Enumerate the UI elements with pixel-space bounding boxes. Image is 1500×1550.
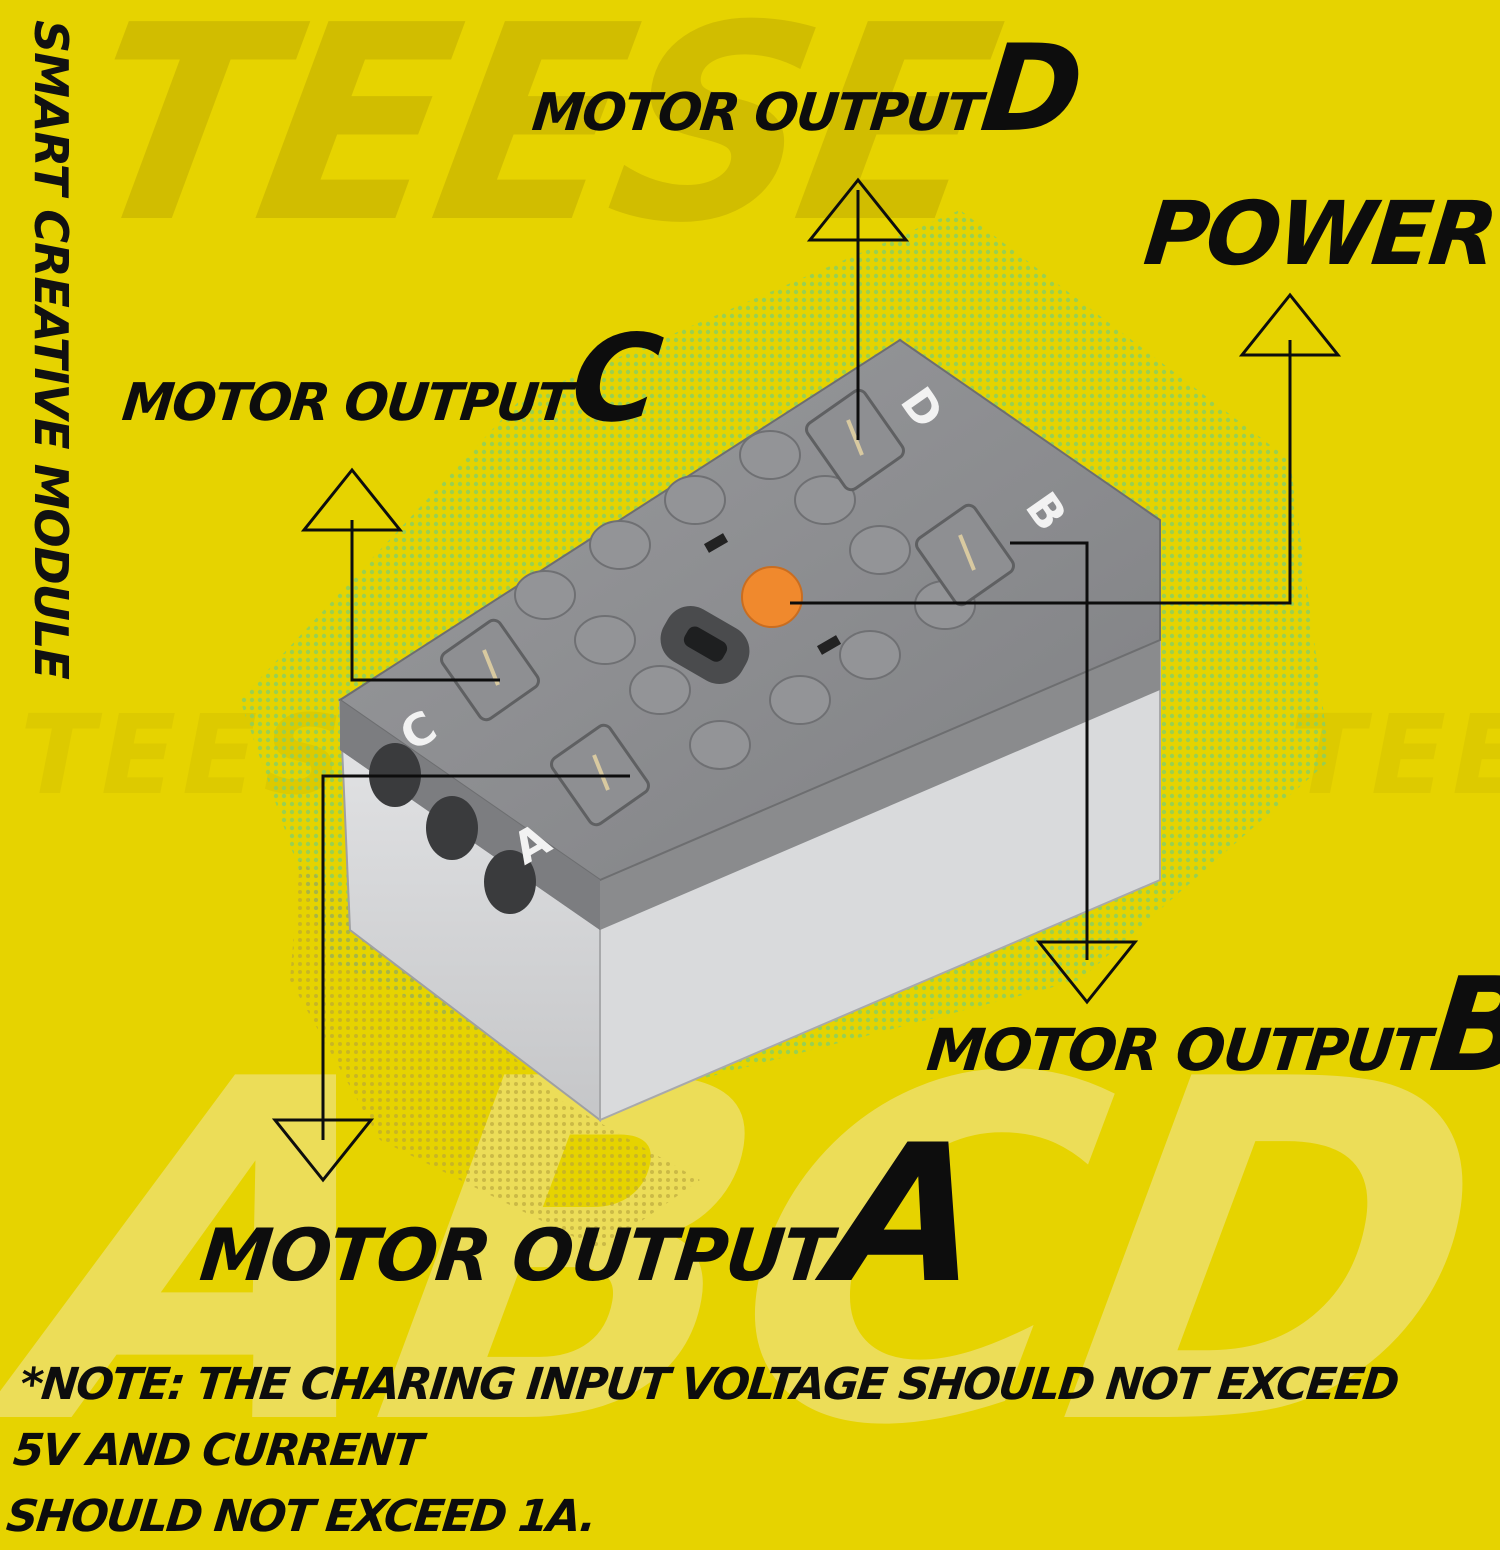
label-letter: D — [975, 20, 1086, 159]
label-prefix: MOTOR OUTPUT — [196, 1213, 835, 1297]
note-line-2: SHOULD NOT EXCEED 1A. — [4, 1491, 598, 1542]
charging-note: *NOTE: THE CHARING INPUT VOLTAGE SHOULD … — [3, 1352, 1474, 1550]
label-motor-output-a: MOTOR OUTPUTA — [195, 1104, 988, 1325]
side-title: SMART CREATIVE MODULE — [24, 20, 78, 679]
power-button-icon — [741, 566, 803, 628]
slot-indicator — [816, 635, 842, 655]
callout-lines — [321, 190, 1292, 1140]
arrow-down-icon — [271, 1118, 375, 1183]
port-d — [805, 388, 905, 492]
arrow-up-icon — [806, 177, 910, 242]
note-line-1: *NOTE: THE CHARING INPUT VOLTAGE SHOULD … — [10, 1359, 1400, 1476]
label-letter: A — [822, 1104, 989, 1325]
label-power: POWER — [1139, 182, 1500, 285]
module-illustration: D B C A — [240, 177, 1342, 1250]
label-letter: B — [1423, 949, 1500, 1101]
label-prefix: MOTOR OUTPUT — [529, 83, 984, 143]
arrow-up-icon — [1238, 292, 1342, 357]
label-letter: C — [565, 310, 664, 449]
label-motor-output-d: MOTOR OUTPUTD — [529, 20, 1085, 159]
arrow-heads — [271, 177, 1342, 1183]
label-prefix: MOTOR OUTPUT — [119, 373, 574, 433]
label-prefix: MOTOR OUTPUT — [923, 1016, 1433, 1084]
port-b — [915, 503, 1015, 607]
arrow-up-icon — [300, 467, 404, 532]
arrow-down-icon — [1035, 940, 1139, 1005]
label-motor-output-b: MOTOR OUTPUTB — [923, 949, 1500, 1101]
label-motor-output-c: MOTOR OUTPUTC — [119, 310, 663, 449]
studs — [514, 430, 976, 770]
usb-port-icon — [660, 606, 750, 684]
slot-indicator — [703, 533, 729, 553]
